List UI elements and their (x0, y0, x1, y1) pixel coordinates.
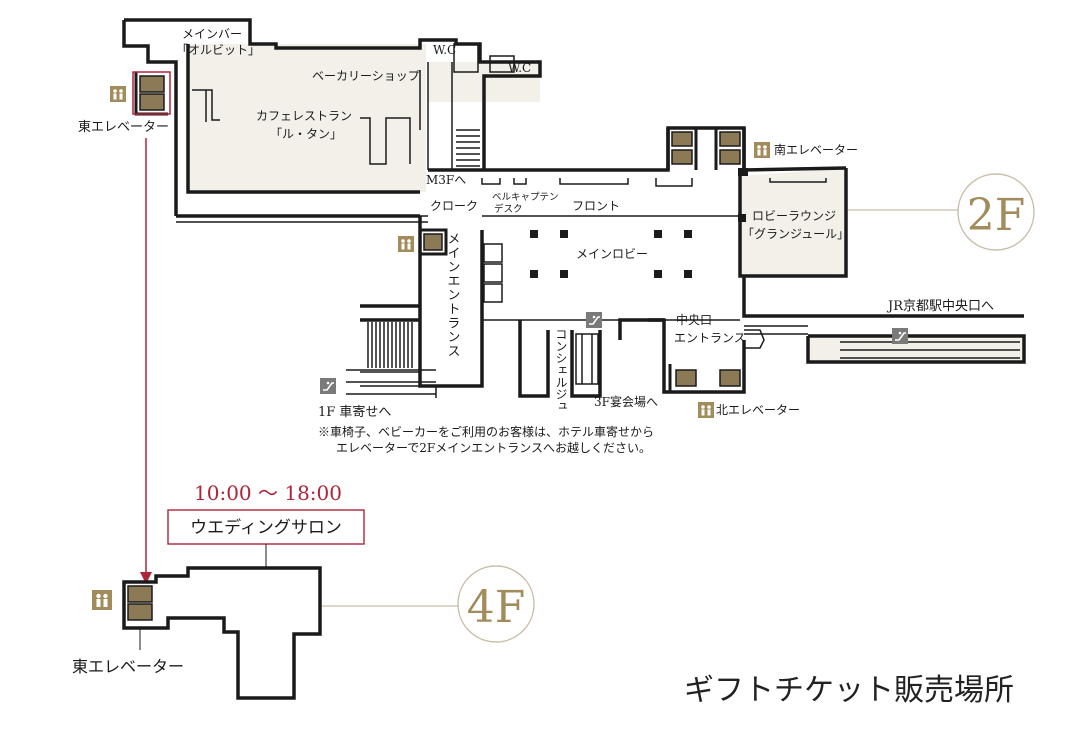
elevator-icon (92, 590, 112, 610)
wedding-salon-box (167, 509, 365, 545)
elevator-icon (754, 142, 770, 158)
route-arrow (140, 138, 152, 584)
label-bell-captain: ベルキャプテン (492, 192, 559, 203)
floor-badge-4f: 4F (322, 565, 535, 643)
elevator-icons (92, 86, 770, 610)
label-central-entrance: エントランス (674, 331, 746, 345)
elevator-icon (698, 402, 714, 418)
floor-2f-labels: メインバー 「オルビット」 W.C W.C ベーカリーショップ カフェレストラン… (78, 27, 994, 455)
east-elevator-highlight (132, 71, 171, 115)
label-cafe-name: 「ル・タン」 (270, 127, 342, 141)
label-to-1f: 1F 車寄せへ (318, 404, 391, 420)
page-title: ギフトチケット販売場所 (684, 673, 1014, 708)
label-wc-1: W.C (433, 43, 456, 57)
note-line-1: ※車椅子、ベビーカーをご利用のお客様は、ホテル車寄せから (318, 424, 654, 439)
floor-2f-text: 2F (967, 190, 1026, 241)
wedding-salon-label: ウエディングサロン (190, 517, 342, 538)
floor-4f-text: 4F (467, 582, 526, 633)
label-m3f: M3Fへ (426, 173, 466, 187)
floor-2f-plan (122, 18, 1026, 398)
label-wc-2: W.C (508, 61, 531, 75)
note-line-2: エレベーターで2Fメインエントランスへお越しください。 (336, 441, 651, 455)
label-bakery: ベーカリーショップ (312, 69, 420, 83)
label-to-3f: 3F宴会場へ (594, 394, 658, 409)
escalator-icon (320, 378, 336, 394)
label-north-elevator: 北エレベーター (716, 403, 800, 417)
label-bell-desk: デスク (494, 203, 523, 215)
floor-4f-plan (122, 566, 322, 700)
label-east-elevator-4f: 東エレベーター (72, 657, 184, 676)
label-front: フロント (572, 199, 620, 213)
escalator-icon (586, 312, 602, 328)
label-cafe-restaurant: カフェレストラン (256, 109, 352, 123)
label-main-bar: メインバー (182, 27, 242, 41)
label-main-lobby: メインロビー (576, 247, 648, 261)
elevator-icon (110, 86, 126, 102)
label-lobby-lounge: ロビーラウンジ (752, 209, 836, 223)
label-east-elevator: 東エレベーター (78, 119, 169, 135)
business-hours: 10:00 ～ 18:00 (194, 481, 342, 505)
label-jr: JR京都駅中央口へ (886, 299, 994, 314)
lobby-lounge-area (740, 168, 846, 276)
label-lobby-lounge-name: 「グランジュール」 (742, 227, 849, 241)
elevator-icon (398, 236, 414, 252)
escalator-icon (892, 328, 908, 344)
floor-badge-2f: 2F (848, 173, 1035, 251)
escalator-icons (320, 312, 908, 394)
label-central: 中央口 (676, 312, 712, 327)
label-concierge: コンシェルジュ (554, 328, 568, 412)
label-orbit: 「オルビット」 (176, 43, 260, 57)
label-main-entrance: メインエントランス (445, 232, 460, 358)
label-south-elevator: 南エレベーター (774, 142, 858, 157)
label-cloak: クローク (430, 199, 478, 213)
